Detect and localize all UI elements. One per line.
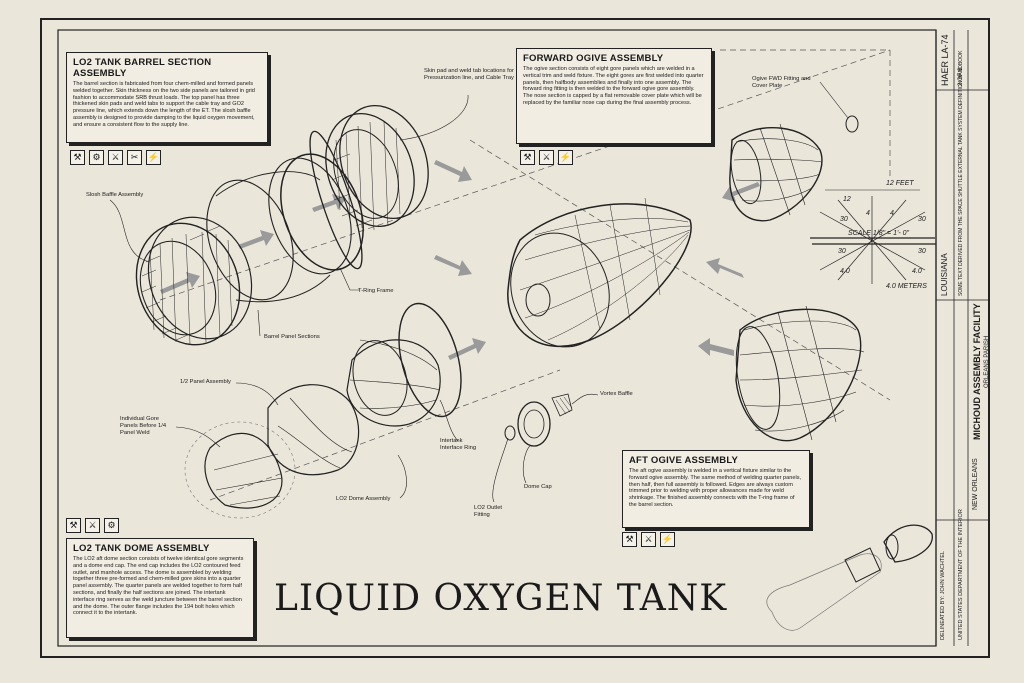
- barrel-section-title: LO2 TANK BARREL SECTION ASSEMBLY: [73, 57, 212, 79]
- scale-side-left: 30: [840, 216, 848, 223]
- scale-tick-feet-b: 4: [890, 210, 894, 217]
- parish-name: ORLEANS PARISH: [984, 335, 990, 388]
- tool-icon: ⚔: [641, 532, 656, 547]
- hammer-icon: ⚡: [146, 150, 161, 165]
- scale-tick-feet-a: 4: [866, 210, 870, 217]
- barrel-icon-row: ⚒ ⚙ ⚔ ✂ ⚡: [70, 150, 161, 165]
- grid-barrel-drawing: [325, 104, 429, 231]
- lo2-tank-drawing: [507, 197, 692, 348]
- forward-icon-row: ⚒ ⚔ ⚡: [520, 150, 573, 165]
- city-name: NEW ORLEANS: [972, 458, 979, 510]
- aft-ogive-title: AFT OGIVE ASSEMBLY: [629, 455, 738, 466]
- scale-graphic: [810, 189, 936, 284]
- wrench-icon: ✂: [127, 150, 142, 165]
- state-name: LOUISIANA: [940, 253, 949, 296]
- agency-name: UNITED STATES DEPARTMENT OF THE INTERIOR: [958, 509, 964, 640]
- weld-icon: ⚒: [70, 150, 85, 165]
- callout-t-ring: T-Ring Frame: [358, 288, 394, 294]
- callout-ogive-fitting: Ogive FWD Fitting and Cover Plate: [752, 76, 811, 89]
- derived-note: SOME TEXT DERIVED FROM THE SPACE SHUTTLE…: [958, 50, 964, 296]
- tool-icon: ⚔: [539, 150, 554, 165]
- barrel-panel-drawing: [206, 153, 364, 303]
- assembly-arrows: [160, 160, 760, 360]
- weld-icon: ⚒: [66, 518, 81, 533]
- hammer-icon: ⚡: [558, 150, 573, 165]
- assembly-axis-lines: [159, 49, 891, 501]
- dome-cap-drawing: [504, 393, 573, 447]
- tool-icon: ⚔: [108, 150, 123, 165]
- callout-slosh-baffle: Slosh Baffle Assembly: [86, 192, 144, 198]
- aft-icon-row: ⚒ ⚔ ⚡: [622, 532, 675, 547]
- haer-number: HAER LA-74: [940, 34, 950, 86]
- barrel-section-box: LO2 TANK BARREL SECTION ASSEMBLY The bar…: [66, 52, 268, 143]
- dome-assembly-box: LO2 TANK DOME ASSEMBLY The LO2 aft dome …: [66, 538, 254, 638]
- dome-assembly-title: LO2 TANK DOME ASSEMBLY: [73, 543, 210, 554]
- aft-ogive-text: The aft ogive assembly is welded in a ve…: [629, 468, 802, 508]
- facility-name: MICHOUD ASSEMBLY FACILITY: [972, 303, 982, 440]
- callout-skin-pad: Skin pad and weld tab locations for Pres…: [424, 68, 514, 81]
- scale-side-right: 30: [918, 216, 926, 223]
- scale-tick-feet-left: 12: [843, 196, 851, 203]
- dome-assembly-text: The LO2 aft dome section consists of twe…: [73, 556, 244, 617]
- leader-lines: [109, 81, 849, 503]
- callout-vortex-baffle: Vortex Baffle: [600, 391, 633, 397]
- external-tank-drawing: [766, 524, 933, 631]
- callout-gore-panels: Individual Gore Panels Before 1/4 Panel …: [120, 416, 167, 436]
- callout-barrel-panels: Barrel Panel Sections: [264, 334, 320, 340]
- slosh-baffle-drawing: [135, 216, 253, 346]
- scale-feet-label: 12 FEET: [886, 180, 914, 187]
- callout-half-panel: 1/2 Panel Assembly: [180, 379, 231, 385]
- forward-ogive-drawing: [729, 115, 859, 222]
- weld-icon: ⚒: [520, 150, 535, 165]
- weld-icon: ⚒: [622, 532, 637, 547]
- hammer-icon: ⚡: [660, 532, 675, 547]
- t-ring-drawing: [309, 130, 363, 270]
- callout-dome-assembly: LO2 Dome Assembly: [336, 496, 391, 502]
- tool-icon: ⚔: [85, 518, 100, 533]
- scale-meters-label: 4.0 METERS: [886, 283, 927, 290]
- scale-side-left-m: 30: [838, 248, 846, 255]
- lathe-icon: ⚙: [89, 150, 104, 165]
- scale-ratio: SCALE 1/8" = 1'- 0": [848, 230, 909, 237]
- barrel-section-text: The barrel section is fabricated from fo…: [73, 81, 255, 128]
- aft-ogive-box: AFT OGIVE ASSEMBLY The aft ogive assembl…: [622, 450, 810, 528]
- forward-ogive-title: FORWARD OGIVE ASSEMBLY: [523, 53, 664, 64]
- outer-border: [40, 18, 990, 658]
- intertank-ring-drawing: [398, 302, 462, 418]
- dome-icon-row: ⚒ ⚔ ⚙: [66, 518, 119, 533]
- callout-intertank-ring: Intertank Interface Ring: [440, 438, 477, 451]
- callout-dome-cap: Dome Cap: [524, 484, 552, 490]
- callout-outlet-fitting: LO2 Outlet Fitting: [474, 505, 503, 518]
- scale-tick-m-right: 4.0: [912, 268, 922, 275]
- delineator: DELINEATED BY: JOHN WACHTEL: [940, 551, 946, 640]
- page-title: LIQUID OXYGEN TANK: [274, 578, 728, 619]
- forward-ogive-box: FORWARD OGIVE ASSEMBLY The ogive section…: [516, 48, 712, 144]
- aft-ogive-drawing: [735, 305, 865, 442]
- scale-side-right-m: 30: [918, 248, 926, 255]
- gear-icon: ⚙: [104, 518, 119, 533]
- scale-tick-m-left: 4.0: [840, 268, 850, 275]
- forward-ogive-text: The ogive section consists of eight gore…: [523, 66, 704, 106]
